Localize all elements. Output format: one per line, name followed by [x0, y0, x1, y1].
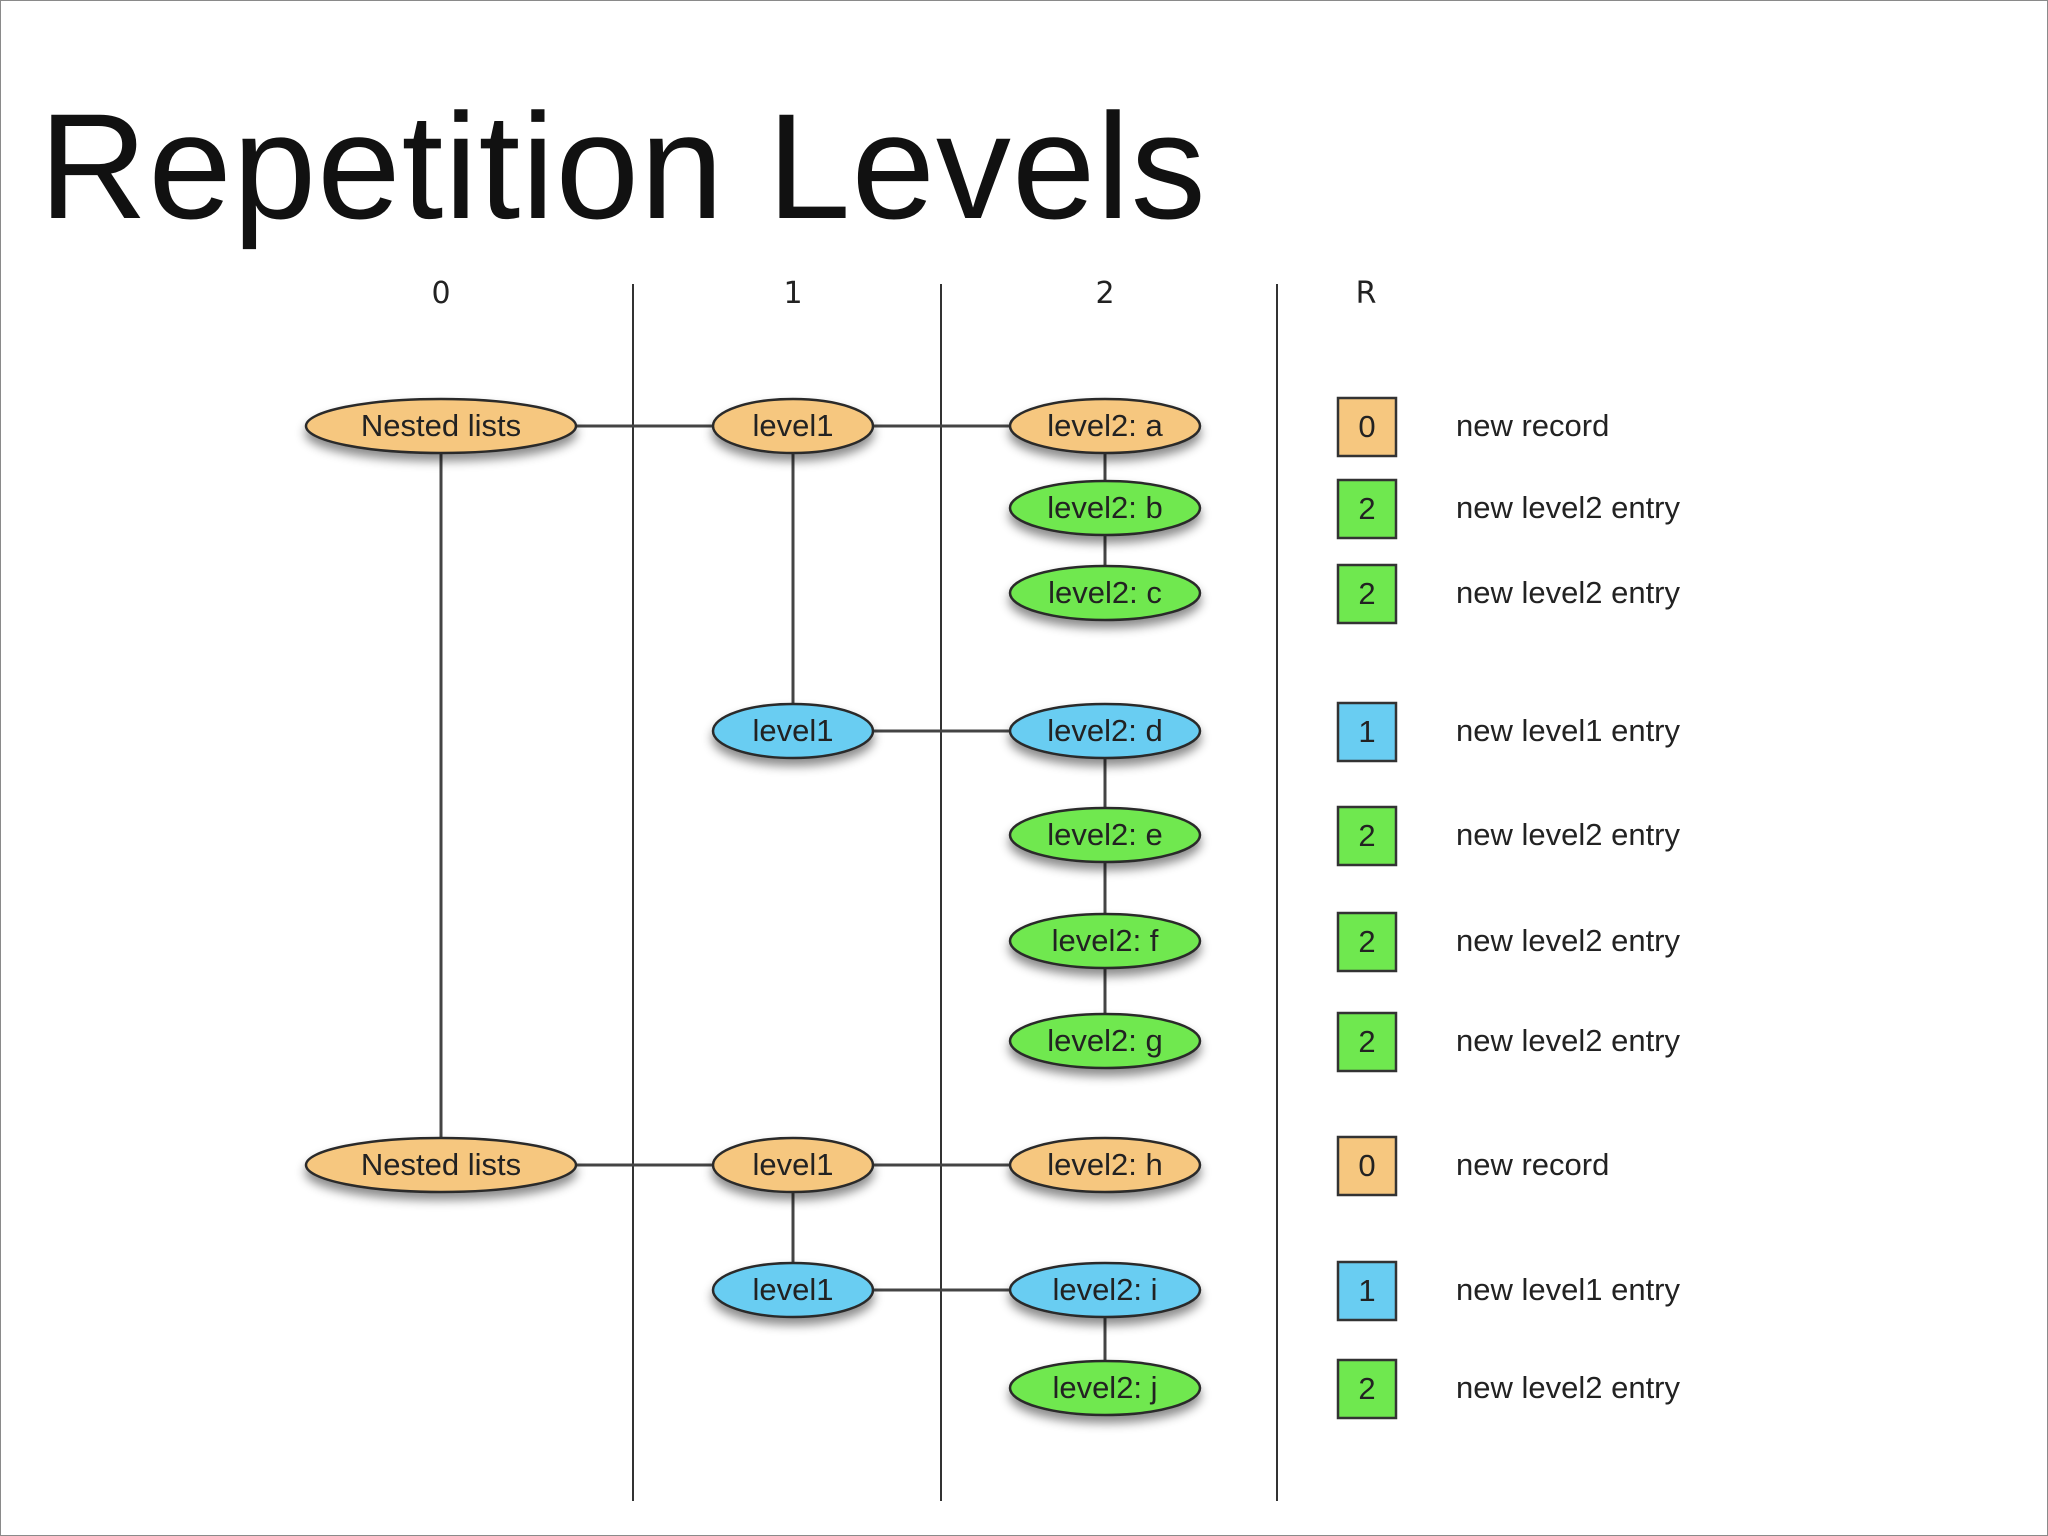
node-label-l1: level1: [753, 713, 834, 748]
r-description-2: new level2 entry: [1456, 575, 1681, 610]
node-c: [1008, 564, 1202, 622]
r-value-3: 1: [1358, 714, 1375, 749]
node-l0: [711, 397, 875, 455]
r-box-4: [1336, 805, 1398, 867]
r-box-9: [1336, 1358, 1398, 1420]
node-i: [1008, 1261, 1202, 1319]
node-label-l2: level1: [753, 1147, 834, 1182]
node-b: [1008, 479, 1202, 537]
node-label-b: level2: b: [1047, 490, 1162, 525]
node-n0: [304, 397, 578, 455]
column-header-1: 1: [783, 276, 802, 311]
node-h: [1008, 1136, 1202, 1194]
node-label-l3: level1: [753, 1272, 834, 1307]
node-label-i: level2: i: [1052, 1272, 1157, 1307]
r-box-1: [1336, 478, 1398, 540]
node-l1: [711, 702, 875, 760]
node-f: [1008, 912, 1202, 970]
r-box-7: [1336, 1135, 1398, 1197]
r-box-0: [1336, 396, 1398, 458]
r-value-5: 2: [1358, 924, 1375, 959]
node-label-n0: Nested lists: [361, 408, 521, 443]
node-a: [1008, 397, 1202, 455]
r-value-1: 2: [1358, 491, 1375, 526]
r-description-3: new level1 entry: [1456, 713, 1681, 748]
node-e: [1008, 806, 1202, 864]
node-l3: [711, 1261, 875, 1319]
r-box-8: [1336, 1260, 1398, 1322]
node-g: [1008, 1012, 1202, 1070]
node-l2: [711, 1136, 875, 1194]
r-description-7: new record: [1456, 1147, 1609, 1182]
node-n1: [304, 1136, 578, 1194]
node-label-a: level2: a: [1047, 408, 1163, 443]
page-title: Repetition Levels: [39, 82, 1207, 250]
r-value-7: 0: [1358, 1148, 1375, 1183]
node-label-e: level2: e: [1047, 817, 1162, 852]
r-box-3: [1336, 701, 1398, 763]
r-value-8: 1: [1358, 1273, 1375, 1308]
column-header-2: 2: [1095, 276, 1114, 311]
r-value-0: 0: [1358, 409, 1375, 444]
r-box-6: [1336, 1011, 1398, 1073]
node-label-d: level2: d: [1047, 713, 1162, 748]
r-value-4: 2: [1358, 818, 1375, 853]
column-header-r: R: [1356, 276, 1377, 311]
r-description-8: new level1 entry: [1456, 1272, 1681, 1307]
r-box-2: [1336, 563, 1398, 625]
node-label-j: level2: j: [1052, 1370, 1157, 1405]
node-label-h: level2: h: [1047, 1147, 1162, 1182]
r-description-1: new level2 entry: [1456, 490, 1681, 525]
r-description-6: new level2 entry: [1456, 1023, 1681, 1058]
node-label-g: level2: g: [1047, 1023, 1162, 1058]
r-description-0: new record: [1456, 408, 1609, 443]
node-label-f: level2: f: [1052, 923, 1159, 958]
node-j: [1008, 1359, 1202, 1417]
r-description-5: new level2 entry: [1456, 923, 1681, 958]
column-header-0: 0: [431, 276, 450, 311]
r-box-5: [1336, 911, 1398, 973]
node-label-l0: level1: [753, 408, 834, 443]
r-value-6: 2: [1358, 1024, 1375, 1059]
node-label-c: level2: c: [1048, 575, 1162, 610]
r-value-9: 2: [1358, 1371, 1375, 1406]
r-description-9: new level2 entry: [1456, 1370, 1681, 1405]
node-label-n1: Nested lists: [361, 1147, 521, 1182]
r-value-2: 2: [1358, 576, 1375, 611]
r-description-4: new level2 entry: [1456, 817, 1681, 852]
node-d: [1008, 702, 1202, 760]
